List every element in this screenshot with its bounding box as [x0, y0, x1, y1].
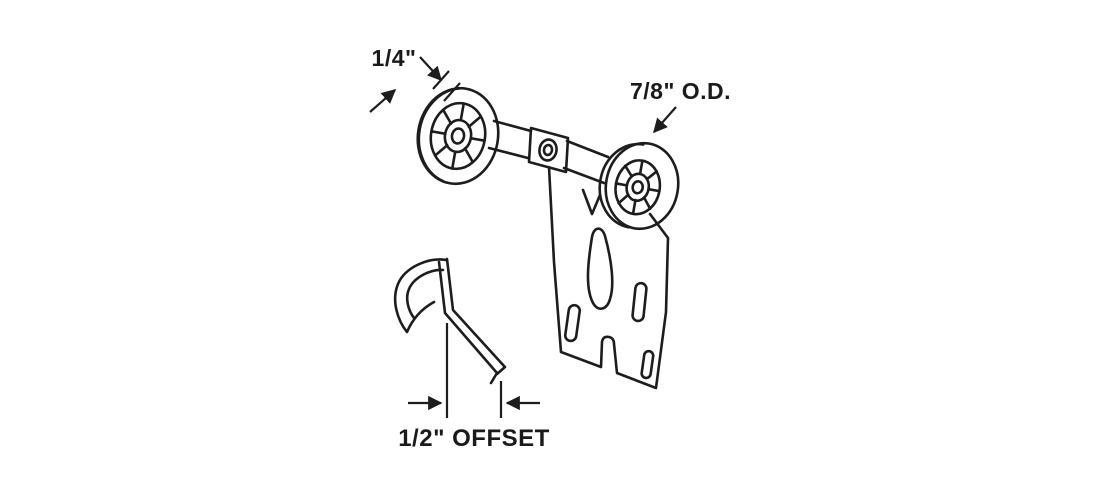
clip-leg-outer	[437, 260, 499, 375]
left-roller-rim-edge	[417, 87, 461, 183]
right-roller-mid-ring	[614, 159, 662, 216]
right-roller-rim-edge	[598, 142, 645, 229]
plate-top-tab	[581, 188, 602, 216]
clip-leg-end-cap	[495, 365, 507, 376]
axle-bar-drawing	[487, 119, 610, 185]
bar-center-boss	[527, 126, 570, 174]
left-roller-outer-rim	[416, 86, 500, 186]
plate-outline	[547, 165, 670, 390]
clip-leg-inner	[445, 257, 506, 368]
bracket-plate-drawing	[547, 165, 670, 390]
offset-clip-drawing	[393, 257, 507, 385]
clip-leg-foot	[489, 371, 499, 385]
right-roller-spokes	[614, 159, 661, 216]
bar-center-hole-outer	[538, 138, 558, 162]
plate-keyhole-slot	[586, 227, 614, 310]
od-label: 7/8" O.D.	[630, 78, 731, 104]
bar-bottom-right-edge	[562, 166, 606, 185]
offset-label: 1/2" OFFSET	[398, 425, 550, 452]
left-roller-drawing	[416, 86, 500, 186]
dimension-offset: 1/2" OFFSET	[398, 323, 550, 452]
quarter-tick-inner	[443, 82, 461, 102]
dimension-quarter-inch: 1/4"	[369, 45, 461, 113]
left-roller-hub	[443, 118, 473, 154]
quarter-inch-label: 1/4"	[372, 45, 417, 71]
right-roller-drawing	[598, 141, 680, 231]
left-roller-bore	[450, 127, 466, 145]
plate-slot-bottom	[640, 349, 655, 380]
right-roller-outer-rim	[604, 141, 680, 231]
quarter-arrow-lower	[369, 89, 397, 113]
quarter-tick-outer	[432, 70, 450, 90]
dimension-outer-diameter: 7/8" O.D.	[630, 78, 731, 134]
plate-slot-left	[563, 303, 582, 343]
left-roller-spokes	[430, 102, 486, 170]
right-roller-bore	[631, 180, 645, 195]
bar-top-left-edge	[492, 119, 533, 133]
bar-bottom-left-edge	[487, 146, 530, 160]
quarter-arrow-upper	[419, 56, 442, 82]
od-arrow	[653, 106, 677, 134]
clip-hook-inner	[405, 268, 445, 320]
bar-top-right-edge	[565, 139, 610, 159]
bar-center-hole-inner	[542, 143, 554, 157]
left-roller-mid-ring	[429, 101, 487, 171]
clip-hook-outer	[393, 258, 448, 334]
right-roller-hub	[625, 172, 651, 203]
plate-slot-right	[631, 281, 648, 323]
